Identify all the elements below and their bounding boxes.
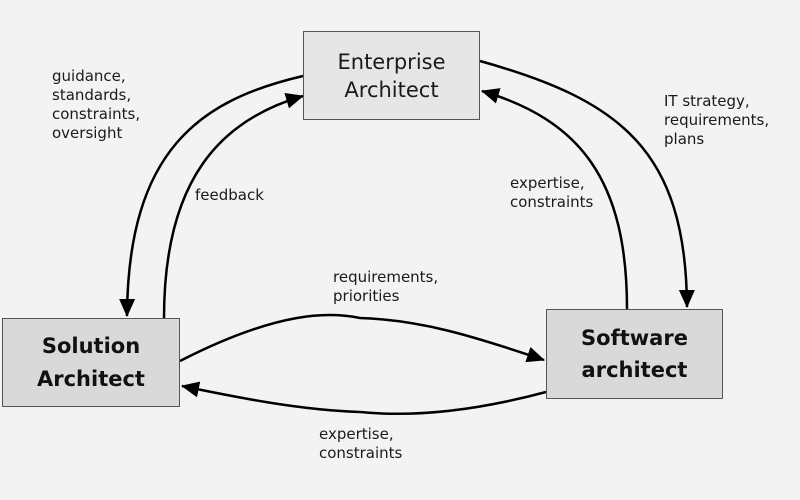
arrow-ea-to-sa — [119, 74, 304, 317]
label-line: expertise, — [319, 425, 394, 443]
label-line: guidance, — [52, 67, 126, 85]
node-solution-line2: Architect — [37, 366, 145, 391]
arrow-sa-to-sw — [179, 313, 545, 363]
label-line: oversight — [52, 124, 123, 142]
label-line: constraints, — [52, 105, 141, 123]
label-line: feedback — [195, 186, 264, 204]
label-line: plans — [664, 130, 705, 148]
arrow-ea-to-sw — [479, 59, 695, 308]
node-solution-line1: Solution — [41, 333, 141, 358]
label-sw-to-sa: expertise, constraints — [319, 425, 402, 463]
label-line: constraints — [319, 444, 403, 462]
arrow-sw-to-sa — [181, 381, 547, 416]
arrow-sw-to-ea — [481, 88, 629, 310]
label-line: requirements, — [333, 268, 439, 286]
node-software-architect: Software architect — [546, 309, 723, 399]
label-line: constraints — [510, 193, 594, 211]
node-enterprise-line1: Enterprise — [337, 49, 446, 74]
node-enterprise-architect: Enterprise Architect — [303, 31, 480, 120]
label-ea-to-sa: guidance, standards, constraints, oversi… — [52, 67, 140, 143]
node-solution-architect: Solution Architect — [2, 318, 180, 407]
arrow-sa-to-ea — [162, 93, 304, 319]
node-software-line1: Software — [581, 326, 688, 350]
label-line: expertise, — [510, 174, 585, 192]
label-line: priorities — [333, 287, 400, 305]
label-line: standards, — [52, 86, 132, 104]
node-software-line2: architect — [581, 358, 688, 382]
label-ea-to-sw: IT strategy, requirements, plans — [664, 92, 769, 149]
label-line: requirements, — [664, 111, 770, 129]
node-enterprise-line2: Architect — [344, 77, 439, 102]
label-sa-to-sw: requirements, priorities — [333, 268, 438, 306]
label-sa-to-ea: feedback — [195, 186, 264, 205]
label-line: IT strategy, — [664, 92, 750, 110]
label-sw-to-ea: expertise, constraints — [510, 174, 593, 212]
